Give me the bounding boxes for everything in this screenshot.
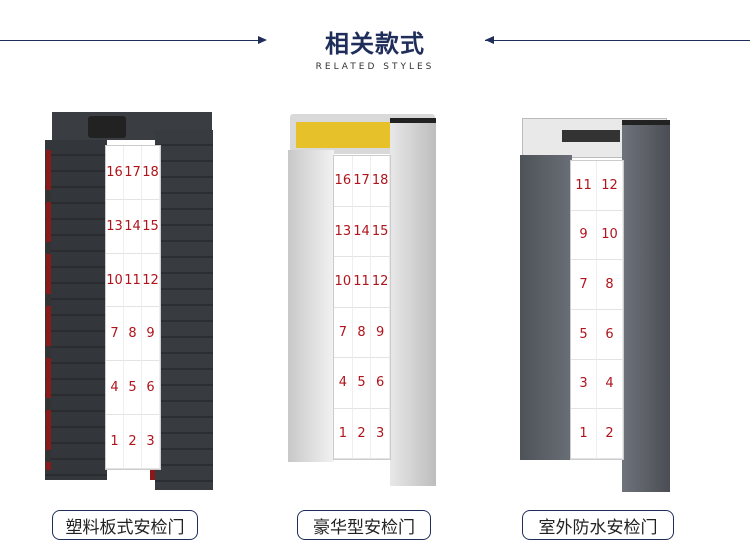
zone-number: 16	[106, 146, 124, 200]
zone-number: 4	[597, 359, 623, 410]
divider-left	[0, 40, 265, 41]
zone-number: 2	[597, 409, 623, 459]
zone-number: 10	[334, 257, 353, 308]
zone-number: 11	[352, 257, 372, 308]
zone-number: 7	[106, 307, 124, 362]
zone-number: 1	[106, 415, 124, 469]
zone-number: 13	[334, 206, 353, 257]
zone-number: 2	[352, 408, 372, 459]
zone-number: 8	[352, 307, 372, 358]
zone-number: 1	[571, 409, 597, 459]
zone-number: 4	[106, 361, 124, 416]
zone-number: 15	[371, 206, 390, 257]
arrow-left-icon	[485, 36, 494, 44]
zone-number: 16	[334, 156, 353, 207]
alarm-light-left	[46, 150, 51, 470]
zone-number: 12	[142, 253, 160, 308]
zone-number: 11	[124, 253, 142, 308]
zone-number: 15	[142, 199, 160, 254]
zone-number: 17	[352, 156, 372, 207]
zone-number: 9	[142, 307, 160, 362]
zone-number: 6	[142, 361, 160, 416]
zone-number: 7	[571, 260, 597, 310]
gate-left-post	[520, 155, 572, 460]
zone-number: 9	[371, 307, 390, 358]
product-label-deluxe[interactable]: 豪华型安检门	[297, 510, 431, 540]
zone-number: 14	[124, 199, 142, 254]
zone-number: 13	[106, 199, 124, 254]
zone-number: 4	[334, 358, 353, 409]
zone-number: 17	[124, 146, 142, 200]
zone-number: 7	[334, 307, 353, 358]
zone-number: 6	[371, 358, 390, 409]
zone-number: 12	[597, 161, 623, 211]
zone-number: 5	[124, 361, 142, 416]
zone-number: 6	[597, 310, 623, 360]
arrow-right-icon	[258, 36, 267, 44]
gate-left-post	[288, 150, 334, 462]
divider-right	[485, 40, 750, 41]
led-display	[562, 130, 620, 142]
zone-number: 18	[142, 146, 160, 200]
zone-number: 5	[352, 358, 372, 409]
gate-right-post	[390, 118, 436, 486]
zone-number: 10	[597, 210, 623, 261]
product-label-plastic[interactable]: 塑料板式安检门	[52, 510, 198, 540]
zone-number: 5	[571, 310, 597, 360]
control-panel	[88, 116, 126, 138]
zone-number: 8	[597, 260, 623, 310]
gate-left-post	[45, 140, 107, 480]
section-subtitle: RELATED STYLES	[315, 62, 435, 72]
zone-number: 9	[571, 210, 597, 261]
zone-number: 2	[124, 415, 142, 469]
zone-number: 8	[124, 307, 142, 362]
zone-number: 10	[106, 253, 124, 308]
zone-number: 3	[571, 359, 597, 410]
zone-number: 11	[571, 161, 597, 211]
section-title: 相关款式	[325, 30, 425, 58]
zone-number: 1	[334, 408, 353, 459]
zone-number: 3	[142, 415, 160, 469]
zone-number: 3	[371, 408, 390, 459]
product-label-outdoor[interactable]: 室外防水安检门	[522, 510, 674, 540]
zone-number: 18	[371, 156, 390, 207]
gate-right-post	[155, 130, 213, 490]
zone-number: 12	[371, 257, 390, 308]
gate-right-post	[622, 120, 670, 492]
zone-number: 14	[352, 206, 372, 257]
